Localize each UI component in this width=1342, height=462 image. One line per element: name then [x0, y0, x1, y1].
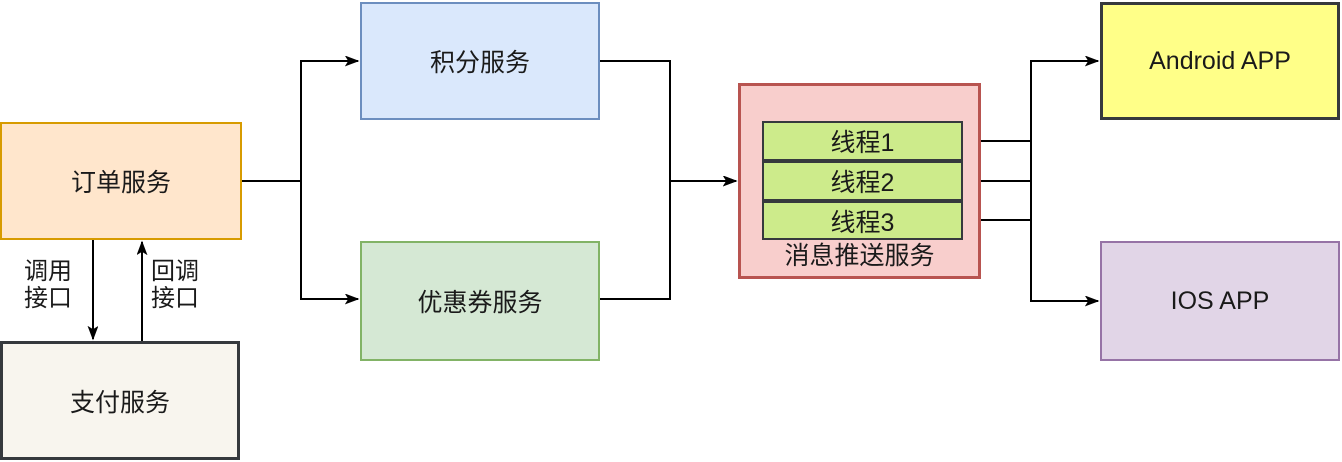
thread-3-label: 线程3 — [830, 208, 895, 237]
message-push-service-label: 消息推送服务 — [784, 242, 935, 270]
payment-service-node[interactable]: 支付服务 — [0, 341, 240, 460]
thread-1-label: 线程1 — [830, 129, 895, 157]
edge-push-to-android — [1030, 61, 1098, 220]
thread-1-node[interactable]: 线程1 — [762, 121, 963, 161]
order-service-node[interactable]: 订单服务 — [0, 122, 242, 240]
edge-order-to-coupon — [242, 180, 358, 299]
edge-coupon-to-push — [600, 181, 736, 300]
coupon-service-node[interactable]: 优惠券服务 — [360, 241, 600, 361]
callback-api-edge-label: 回调 接口 — [151, 258, 199, 312]
android-app-label: Android APP — [1149, 46, 1291, 75]
thread-2-label: 线程2 — [830, 169, 895, 197]
thread-3-node[interactable]: 线程3 — [762, 201, 963, 240]
ios-app-node[interactable]: IOS APP — [1100, 241, 1340, 361]
ios-app-label: IOS APP — [1170, 286, 1270, 315]
payment-service-label: 支付服务 — [69, 388, 170, 417]
android-app-node[interactable]: Android APP — [1100, 2, 1340, 120]
thread-2-node[interactable]: 线程2 — [762, 161, 963, 201]
edge-push-to-ios — [1030, 141, 1098, 301]
coupon-service-label: 优惠券服务 — [417, 289, 543, 317]
order-service-label: 订单服务 — [70, 169, 171, 197]
points-service-node[interactable]: 积分服务 — [360, 2, 600, 120]
edge-points-to-push — [600, 60, 736, 181]
points-service-label: 积分服务 — [429, 49, 530, 77]
call-api-edge-label: 调用 接口 — [24, 258, 72, 312]
edge-order-to-points — [242, 61, 358, 182]
